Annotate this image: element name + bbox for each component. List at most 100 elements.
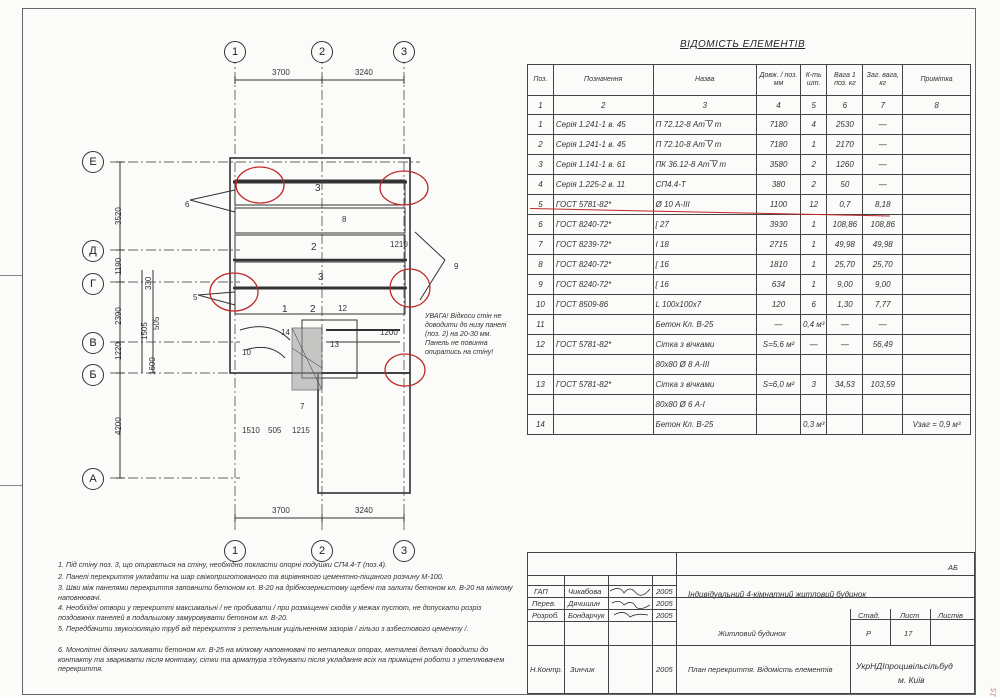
spec-cell [862,414,904,435]
spec-cell: 120 [756,294,801,315]
spec-cell: 8 [527,254,554,275]
spec-cell: Серія 1.241-1 в. 45 [552,134,654,155]
spec-cell: 1,30 [826,294,864,315]
spec-cell: 11 [527,314,554,335]
axis-bubble-E: Е [82,151,104,173]
spec-cell: Серія 1.225-2 в. 11 [552,174,654,195]
sheet-frame [22,8,976,695]
spec-cell: — [862,114,904,135]
spec-header-cell: Вага 1 поз. кг [826,64,864,96]
spec-cell: 634 [756,274,801,295]
binding-margin-line-2 [0,485,22,486]
spec-header-cell: К-ть шт. [799,64,828,96]
spec-cell: Серія 1.141-1 в. 61 [552,154,654,175]
stamp-stage: Р [866,629,872,638]
spec-cell: Бетон Кл. В-25 [652,414,758,435]
spec-cell: 2530 [826,114,864,135]
spec-cell: ГОСТ 8239-72* [552,234,654,255]
stamp-code: АБ [948,563,958,572]
spec-cell: ГОСТ 8509-86 [552,294,654,315]
spec-cell: 10 [527,294,554,315]
spec-cell: Серія 1.241-1 в. 45 [552,114,654,135]
spec-cell: 2 [527,134,554,155]
spec-cell [902,174,971,195]
spec-header-cell: Примітка [902,64,971,96]
spec-cell: Бетон Кл. В-25 [652,314,758,335]
spec-index-cell: 6 [826,95,864,115]
spec-cell: 6 [527,214,554,235]
spec-cell: 0,7 [826,194,864,215]
stamp-name-3: Зинчик [570,665,595,674]
spec-cell [799,354,828,375]
spec-cell: ГОСТ 8240-72* [552,254,654,275]
binding-margin-line [0,275,22,276]
spec-index-cell: 3 [652,95,758,115]
dim-left-8: 505 [152,316,161,330]
spec-cell [902,374,971,395]
spec-cell [902,354,971,375]
spec-cell: СП4.4-Т [652,174,758,195]
spec-row: 80х80 Ø 6 А-I [527,394,971,415]
spec-cell: 3580 [756,154,801,175]
spec-cell: [ 16 [652,254,758,275]
spec-header-cell: Назва [652,64,758,96]
spec-cell [756,354,801,375]
spec-cell: 25,70 [862,254,904,275]
plan-mark-13: 13 [330,340,339,349]
note-2: 2. Панелі перекриття укладати на шар сві… [58,572,444,581]
spec-cell [552,394,654,415]
stamp-sheet-title: План перекриття. Відомість елементів [688,665,833,674]
stamp-role-1: Перев. [532,599,556,608]
spec-cell [902,314,971,335]
spec-cell: 12 [799,194,828,215]
spec-cell: 7180 [756,114,801,135]
dim-under-2: 505 [268,426,282,435]
spec-cell: 2 [799,154,828,175]
spec-index-cell: 7 [862,95,904,115]
spec-cell: 1 [799,254,828,275]
spec-cell: — [756,314,801,335]
spec-cell: 3930 [756,214,801,235]
spec-cell: 0,3 м³ [799,414,828,435]
spec-cell [862,394,904,415]
signature-scribbles [609,588,651,618]
spec-cell: 1100 [756,194,801,215]
spec-cell: 9,00 [862,274,904,295]
spec-cell: П 72.12-8 Ат ̅V̅ т [652,114,758,135]
spec-cell: 1260 [826,154,864,175]
spec-cell: 9,00 [826,274,864,295]
stamp-sheets-label: Листів [938,611,963,620]
spec-cell [756,394,801,415]
plan-mark-9: 9 [454,262,459,271]
spec-cell: 2 [799,174,828,195]
spec-cell: — [862,154,904,175]
plan-mark-5: 5 [193,293,198,302]
spec-cell: 1 [527,114,554,135]
spec-cell: — [862,174,904,195]
spec-index-cell: 4 [756,95,801,115]
spec-cell: ПК 36.12-8 Ат ̅V̅ т [652,154,758,175]
spec-cell: 13 [527,374,554,395]
spec-header-cell: Позначення [552,64,654,96]
spec-cell: 80х80 Ø 8 А-III [652,354,758,375]
spec-cell: Сітка з вічками [652,334,758,355]
spec-cell [902,294,971,315]
plan-mark-10: 10 [242,348,251,357]
spec-cell: 1 [799,274,828,295]
dim-right-1: 1210 [390,240,408,249]
spec-cell: ГОСТ 5781-82* [552,374,654,395]
spec-cell: S=6,0 м² [756,374,801,395]
stamp-name-1: Дячишин [568,599,600,608]
stamp-name-0: Чикабова [568,587,602,596]
spec-cell: I 18 [652,234,758,255]
